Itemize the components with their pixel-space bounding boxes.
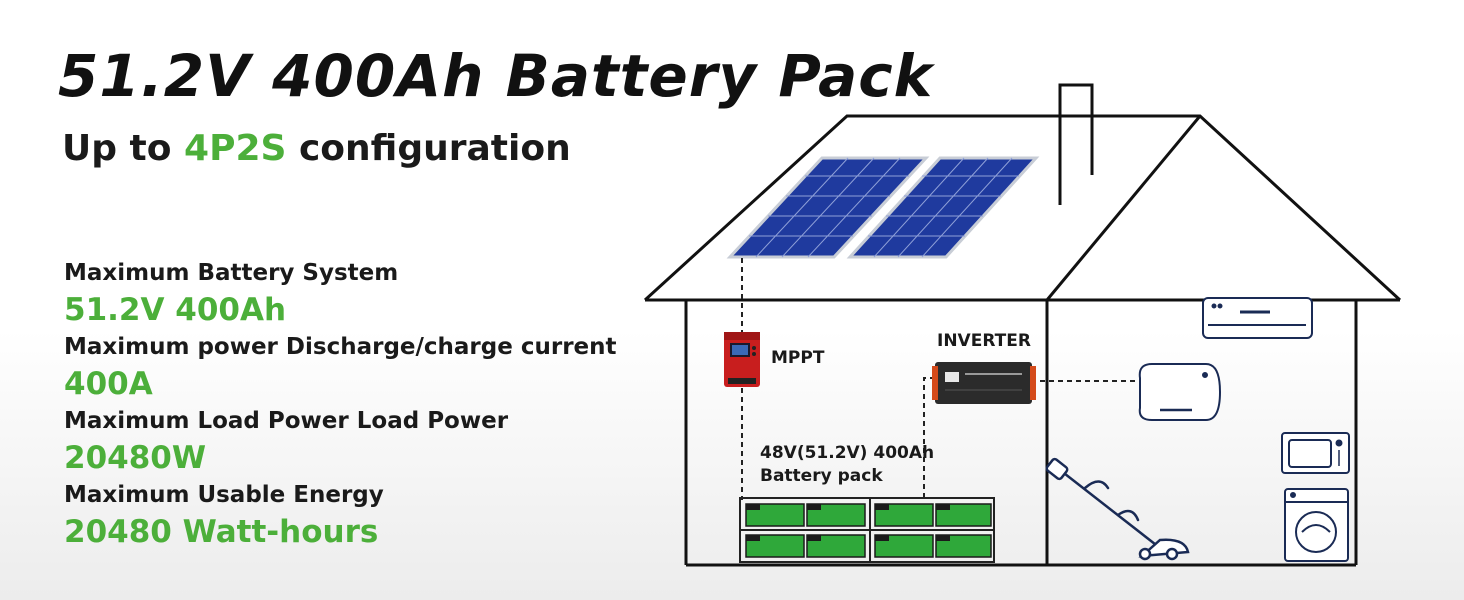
inverter	[932, 362, 1036, 404]
spec-label-usable-energy: Maximum Usable Energy	[64, 482, 384, 508]
microwave-icon	[1281, 432, 1350, 474]
washing-machine-icon	[1284, 488, 1349, 562]
inverter-label: INVERTER	[937, 331, 1031, 351]
spec-value-current: 400A	[64, 366, 153, 402]
battery-label-line2: Battery pack	[760, 466, 883, 486]
wall-heater-icon	[1138, 363, 1222, 421]
lawn-trimmer-icon	[1045, 457, 1190, 561]
subtitle: Up to 4P2S configuration	[62, 128, 571, 169]
subtitle-prefix: Up to	[62, 128, 185, 169]
mppt-controller	[724, 332, 760, 387]
solar-panel-left	[726, 156, 930, 259]
solar-panel-right	[846, 156, 1040, 259]
battery-rack	[739, 497, 995, 563]
page-title: 51.2V 400Ah Battery Pack	[58, 42, 934, 110]
subtitle-highlight: 4P2S	[184, 128, 287, 169]
spec-label-load-power: Maximum Load Power Load Power	[64, 408, 509, 434]
battery-label-line1: 48V(51.2V) 400Ah	[760, 443, 934, 463]
spec-label-current: Maximum power Discharge/charge current	[64, 334, 617, 360]
subtitle-suffix: configuration	[286, 128, 571, 169]
spec-list: Maximum Battery System 51.2V 400Ah Maxim…	[64, 258, 644, 554]
spec-value-load-power: 20480W	[64, 440, 207, 476]
mppt-label: MPPT	[771, 348, 825, 368]
spec-value-usable-energy: 20480 Watt-hours	[64, 514, 379, 550]
air-conditioner-icon	[1202, 297, 1313, 339]
spec-value-battery-system: 51.2V 400Ah	[64, 292, 287, 328]
spec-label-battery-system: Maximum Battery System	[64, 260, 399, 286]
wiring	[741, 258, 1140, 500]
